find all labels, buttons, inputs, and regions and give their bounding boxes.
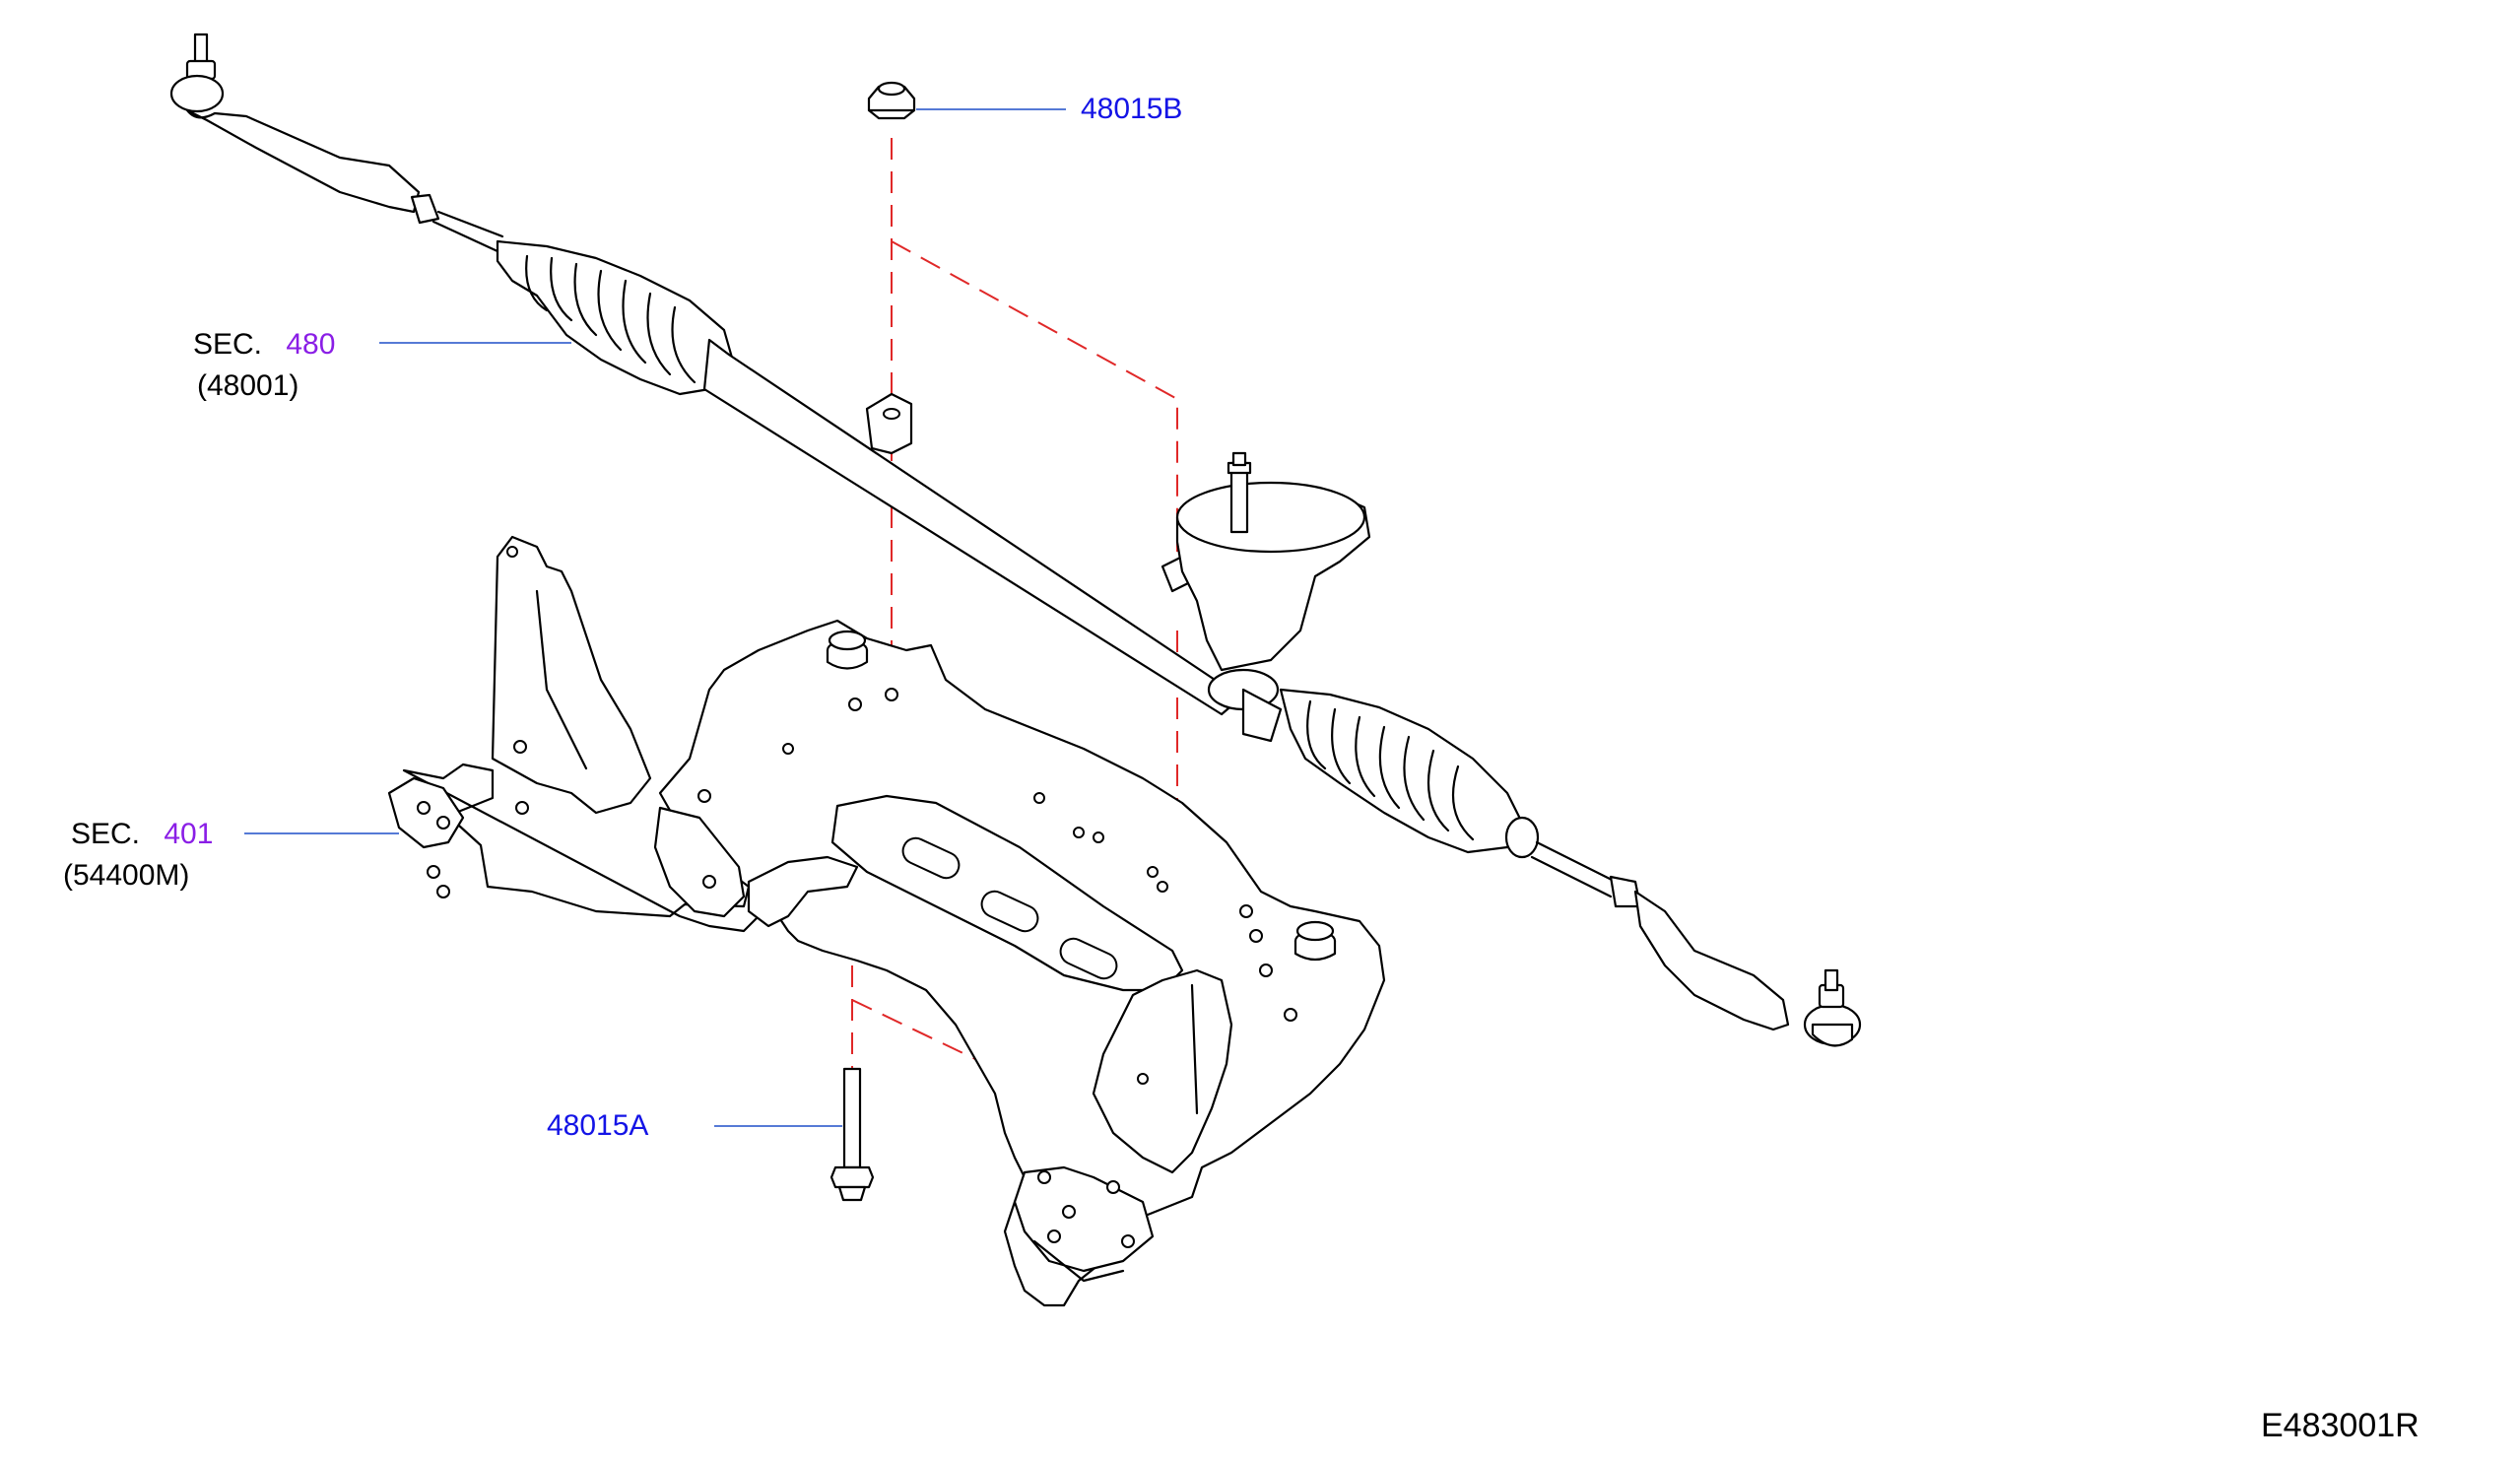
diagram-code: E483001R [2261, 1407, 2420, 1444]
mounting-holes [417, 546, 1297, 1248]
callout-sec-401: SEC. 401 [71, 818, 213, 851]
right-boot [1279, 688, 1540, 859]
ref-54400M: (54400M) [63, 859, 190, 892]
leader-lines [244, 108, 1066, 1127]
callout-48015A[interactable]: 48015A [547, 1109, 649, 1142]
bolt-48015A[interactable] [829, 1067, 875, 1202]
callout-48015B[interactable]: 48015B [1081, 93, 1183, 125]
steering-gear-assembly[interactable] [169, 33, 1862, 1047]
left-boot [496, 239, 736, 396]
pinion-housing [1175, 451, 1371, 743]
right-tie-rod-end [1633, 890, 1862, 1047]
sec-401-link[interactable]: 401 [164, 818, 214, 850]
sec-480-link[interactable]: 480 [286, 328, 336, 361]
sec-prefix: SEC. [71, 818, 141, 850]
left-tie-rod-end [169, 33, 421, 214]
sec-prefix: SEC. [193, 328, 263, 361]
ref-48001: (48001) [197, 369, 299, 402]
suspension-member[interactable] [387, 535, 1386, 1307]
nut-48015B[interactable] [867, 81, 916, 120]
callout-sec-480: SEC. 480 [193, 328, 335, 362]
